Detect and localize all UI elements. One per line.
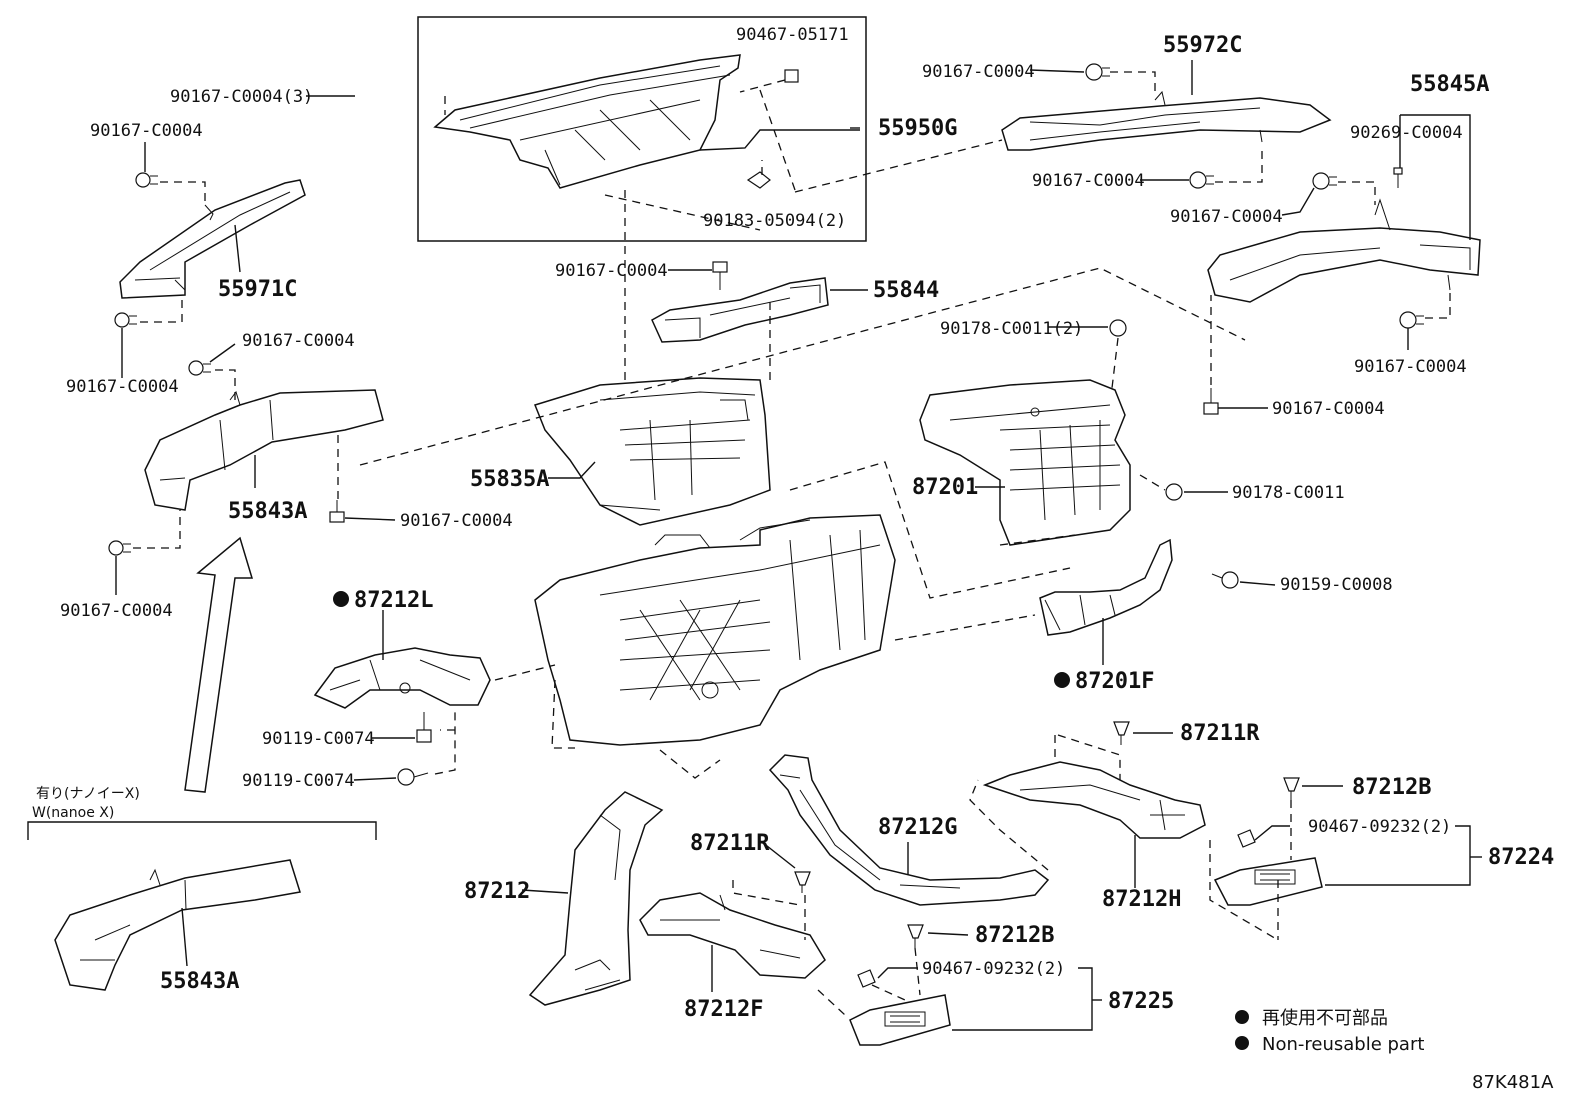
legend-text-en: Non-reusable part [1262,1034,1424,1055]
label-90183-05094-2: 90183-05094(2) [703,211,846,231]
label-90467-09232-2-a: 90467-09232(2) [1308,817,1451,837]
part-90167-c0004-bolt-d [329,500,345,523]
label-87212g: 87212G [878,815,957,840]
non-reusable-dot-87212l [333,591,349,607]
label-90167-c0004-d: 90167-C0004 [400,511,513,531]
label-55950g: 55950G [878,116,957,141]
part-hvac-unit [534,514,896,746]
label-90178-c0011-2: 90178-C0011(2) [940,319,1083,339]
part-87212b-clip-a [1283,777,1300,800]
label-90167-c0004-f: 90167-C0004 [922,62,1035,82]
label-90167-c0004-j: 90167-C0004 [1272,399,1385,419]
label-90269-c0004: 90269-C0004 [1350,123,1463,143]
label-87201: 87201 [912,475,978,500]
part-87212g-duct [768,754,1050,906]
part-90167-c0004-bolt-j [1203,388,1219,415]
part-90167-c0004-bolt-k [712,261,728,290]
part-55843a-duct-top [144,389,384,511]
label-55835a: 55835A [470,467,549,492]
part-87212l-duct [313,647,491,709]
part-87225-panel [849,994,951,1046]
nanoe-caption-jp: 有り(ナノイーX) [36,786,140,802]
label-87212l: 87212L [354,588,433,613]
label-55972c: 55972C [1163,33,1242,58]
label-90467-05171: 90467-05171 [736,25,849,45]
label-90159-c0008: 90159-C0008 [1280,575,1393,595]
part-87211r-clip-a [1113,721,1130,745]
label-87212: 87212 [464,879,530,904]
part-55843a-duct-bottom [54,859,301,991]
part-55971c-duct [119,179,306,299]
part-90178-c0011-nut-2 [1109,319,1127,337]
label-87201f: 87201F [1075,669,1154,694]
label-55844: 55844 [873,278,939,303]
part-90167-c0004-nut-h [1312,172,1337,190]
diagram-id: 87K481A [1472,1072,1554,1093]
part-90269-c0004-screw [1393,167,1403,188]
part-87212b-clip-b [907,924,924,948]
label-90167-c0004-a: 90167-C0004 [90,121,203,141]
direction-arrow [184,536,254,793]
part-90167-c0004-nut-e [108,540,131,556]
part-90467-09232-clip-a [1237,829,1256,848]
part-87201-duct [919,379,1131,546]
label-87212b-b: 87212B [975,923,1054,948]
part-90167-c0004-nut-g [1189,171,1214,189]
part-90467-09232-clip-b [857,969,876,988]
part-90183-05094-nut [746,171,771,189]
label-90178-c0011: 90178-C0011 [1232,483,1345,503]
part-87201f-duct [1039,538,1173,636]
legend-dot-jp [1235,1010,1249,1024]
part-55835a-case [534,377,771,526]
part-90159-c0008-bolt [1211,571,1239,589]
label-87211r-b: 87211R [690,831,770,856]
part-90167-c0004-nut-f [1085,63,1110,81]
part-55844-duct [651,277,829,343]
label-90167-c0004-b: 90167-C0004 [66,377,179,397]
label-90119-c0074-a: 90119-C0074 [262,729,375,749]
label-87212f: 87212F [684,997,763,1022]
label-90167-c0004-c: 90167-C0004 [242,331,355,351]
part-55950g-duct [433,54,741,189]
part-55972c-duct [1001,90,1332,151]
label-55971c: 55971C [218,277,297,302]
label-55843a-bottom: 55843A [160,969,239,994]
part-90467-05171-clip [784,69,799,83]
nanoe-bracket [27,821,377,840]
part-87212h-duct [982,761,1206,839]
label-55843a-top: 55843A [228,499,307,524]
label-90167-c0004-h: 90167-C0004 [1170,207,1283,227]
part-90167-c0004-nut-b [114,312,137,328]
nanoe-caption-en: W(nanoe X) [32,805,114,821]
part-87212-duct [528,791,664,1006]
label-87211r-a: 87211R [1180,721,1260,746]
panel-box-55950g [417,16,867,242]
label-87225: 87225 [1108,989,1174,1014]
part-87224-panel [1213,857,1323,906]
non-reusable-dot-87201f [1054,672,1070,688]
label-90167-c0004-k: 90167-C0004 [555,261,668,281]
part-87212f-duct [639,892,826,979]
label-55845a: 55845A [1410,72,1489,97]
part-87211r-clip-b [794,871,811,893]
legend-dot-en [1235,1036,1249,1050]
label-90167-c0004-i: 90167-C0004 [1354,357,1467,377]
part-55845a-duct [1207,198,1481,303]
part-90167-c0004-nut-c [188,360,211,376]
label-90167-c0004-e: 90167-C0004 [60,601,173,621]
legend-text-jp: 再使用不可部品 [1262,1008,1388,1029]
part-90167-c0004-nut-i [1399,311,1424,329]
label-87212h: 87212H [1102,887,1181,912]
part-90167-c0004-nut-a [135,172,158,188]
label-90167-c0004-3: 90167-C0004(3) [170,87,313,107]
label-87224: 87224 [1488,845,1554,870]
label-90167-c0004-g: 90167-C0004 [1032,171,1145,191]
part-90178-c0011-nut [1165,483,1183,501]
label-87212b-a: 87212B [1352,775,1431,800]
label-90467-09232-2-b: 90467-09232(2) [922,959,1065,979]
label-90119-c0074-b: 90119-C0074 [242,771,355,791]
part-90119-c0074-bolt-a [416,712,432,743]
part-90119-c0074-bolt-b [397,768,429,786]
